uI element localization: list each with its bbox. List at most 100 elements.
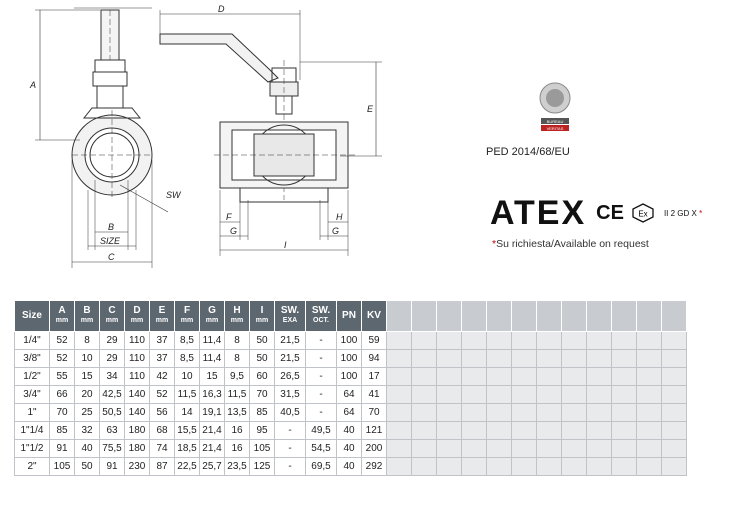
table-cell: 22,5 [174,457,200,476]
empty-cell [611,331,637,350]
table-cell: 1/4" [14,331,50,350]
empty-cell [661,385,687,404]
table-cell: 140 [124,403,150,422]
empty-cell [436,457,462,476]
column-header: SW.EXA [274,300,306,332]
empty-cell [411,385,437,404]
empty-column-header [411,300,437,332]
table-cell: 49,5 [305,421,337,440]
empty-cell [386,367,412,386]
table-cell: 3/8" [14,349,50,368]
table-cell: 66 [49,385,75,404]
table-cell: 15,5 [174,421,200,440]
empty-column-header [511,300,537,332]
table-cell: 110 [124,331,150,350]
empty-cell [386,403,412,422]
empty-cell [461,403,487,422]
empty-cell [636,403,662,422]
table-cell: - [305,349,337,368]
empty-cell [511,439,537,458]
ped-label: PED 2014/68/EU [486,146,570,158]
empty-cell [661,367,687,386]
column-header-unit: mm [55,317,69,324]
table-cell: 40,5 [274,403,306,422]
column-header-label: D [133,305,141,316]
empty-cell [536,367,562,386]
empty-cell [636,385,662,404]
empty-cell [386,457,412,476]
empty-cell [461,421,487,440]
table-cell: 91 [49,439,75,458]
column-header-label: KV [367,310,381,321]
table-cell: 13,5 [224,403,250,422]
bureau-veritas-badge: BUREAU VERITAS [500,80,610,141]
table-cell: 121 [361,421,387,440]
table-cell: 34 [99,367,125,386]
table-cell: 29 [99,349,125,368]
column-header-label: G [208,305,216,316]
empty-cell [611,457,637,476]
atex-mark: ATEX CE Ex II 2 GD X * [490,196,702,230]
column-header-label: A [58,305,66,316]
empty-column-header [386,300,412,332]
table-cell: 11,4 [199,349,225,368]
table-cell: 64 [336,403,362,422]
empty-cell [486,421,512,440]
dim-f-label: F [226,212,232,222]
empty-cell [411,457,437,476]
column-header: SW.OCT. [305,300,337,332]
dim-i-label: I [284,240,287,250]
empty-cell [536,331,562,350]
empty-cell [586,439,612,458]
ex-hexagon-icon: Ex [632,203,654,223]
column-header-label: PN [342,310,356,321]
table-cell: 16 [224,421,250,440]
empty-cell [636,349,662,368]
table-cell: 1"1/2 [14,439,50,458]
table-cell: 140 [124,385,150,404]
empty-column-header [611,300,637,332]
empty-cell [586,367,612,386]
table-cell: 8,5 [174,331,200,350]
empty-cell [636,421,662,440]
table-cell: 21,4 [199,421,225,440]
column-header: PN [336,300,362,332]
empty-cell [436,349,462,368]
empty-cell [561,367,587,386]
table-cell: 230 [124,457,150,476]
dim-a-label: A [29,80,36,90]
column-header: KV [361,300,387,332]
table-cell: 41 [361,385,387,404]
empty-cell [486,403,512,422]
empty-cell [561,349,587,368]
table-cell: 105 [249,439,275,458]
dim-b-label: B [108,222,114,232]
empty-cell [661,349,687,368]
empty-cell [586,403,612,422]
empty-cell [511,457,537,476]
table-cell: 14 [174,403,200,422]
empty-cell [611,439,637,458]
empty-cell [436,403,462,422]
empty-cell [486,385,512,404]
empty-cell [611,385,637,404]
empty-cell [436,331,462,350]
empty-cell [661,457,687,476]
ex-text: Ex [638,210,647,219]
column-header-unit: mm [230,317,244,324]
table-cell: 52 [149,385,175,404]
dim-e-label: E [367,104,374,114]
table-cell: - [274,439,306,458]
table-cell: 50 [74,457,100,476]
table-cell: 50,5 [99,403,125,422]
empty-cell [411,439,437,458]
table-cell: 11,5 [174,385,200,404]
table-cell: 32 [74,421,100,440]
